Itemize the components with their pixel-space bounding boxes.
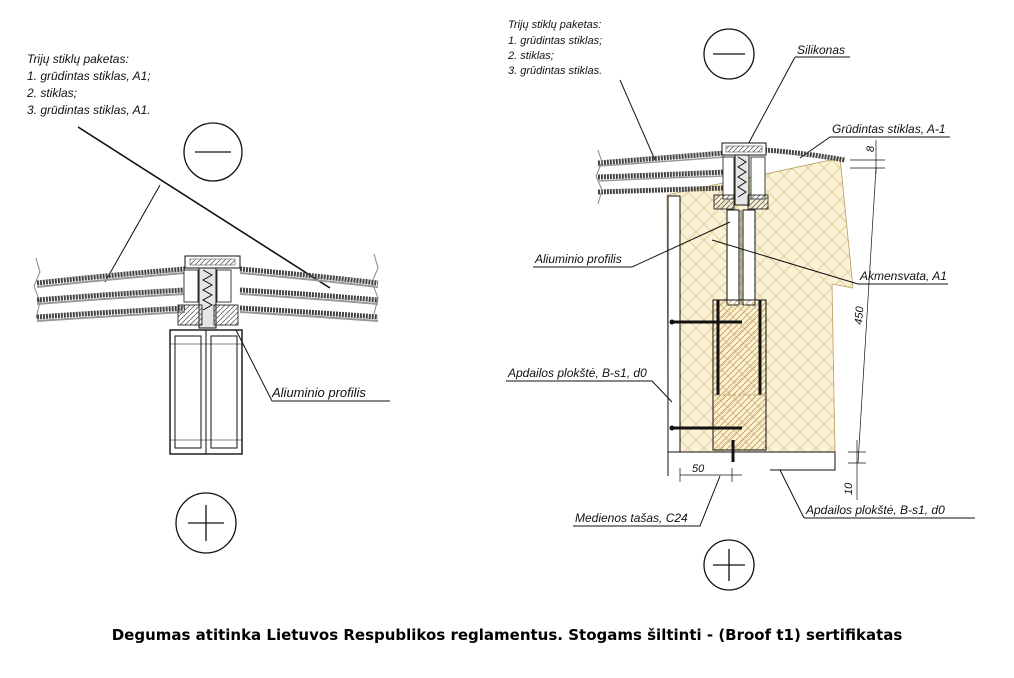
- tempered-glass-label: Grūdintas stiklas, A-1: [832, 122, 946, 136]
- left-aluminium-profile: [169, 329, 243, 455]
- right-profile-leader: [533, 221, 731, 268]
- cladding-board-bottom: [680, 451, 836, 471]
- minus-symbol-icon: [703, 28, 755, 80]
- cladding-left-leader: [506, 380, 673, 403]
- cladding-board-left: [667, 195, 681, 453]
- right-break-line: [595, 149, 603, 205]
- left-package-leader: [104, 184, 161, 283]
- right-glass-panes: [597, 147, 846, 195]
- timber-leader: [573, 475, 721, 527]
- right-package-item-3: 3. grūdintas stiklas.: [508, 65, 602, 77]
- left-profile-leader: [235, 329, 390, 402]
- right-profile-label: Aliuminio profilis: [534, 252, 622, 266]
- cladding-bottom-label: Apdailos plokštė, B-s1, d0: [805, 503, 945, 517]
- silicone-label: Silikonas: [797, 43, 845, 57]
- dim-bottom: 10: [843, 482, 855, 495]
- right-aluminium-profile: [726, 209, 756, 306]
- left-detail: Trijų stiklų paketas: 1. grūdintas stikl…: [26, 52, 390, 554]
- dimension-lines: [679, 140, 885, 500]
- cladding-bottom-leader: [779, 469, 975, 519]
- fire-rating-caption: Degumas atitinka Lietuvos Respublikos re…: [111, 626, 903, 644]
- plus-symbol-icon: [175, 492, 237, 554]
- plus-symbol-icon: [703, 539, 755, 591]
- stone-wool-leader: [711, 239, 948, 285]
- left-cap-profile: [177, 255, 241, 329]
- minus-symbol-icon: [183, 122, 243, 182]
- left-package-item-1: 1. grūdintas stiklas, A1;: [27, 69, 151, 83]
- left-package-item-2: 2. stiklas;: [26, 86, 77, 100]
- right-package-title: Trijų stiklų paketas:: [508, 19, 601, 31]
- left-profile-label: Aliuminio profilis: [271, 385, 366, 400]
- left-package-title: Trijų stiklų paketas:: [27, 52, 129, 66]
- stone-wool-label: Akmensvata, A1: [859, 269, 947, 283]
- cladding-left-label: Apdailos plokštė, B-s1, d0: [507, 366, 647, 380]
- right-package-leader: [619, 79, 656, 161]
- left-glass-panes: [36, 266, 379, 322]
- timber-label: Medienos tašas, C24: [575, 511, 688, 525]
- left-break-line-l: [33, 257, 41, 319]
- right-detail: Trijų stiklų paketas: 1. grūdintas stikl…: [506, 19, 975, 591]
- dim-top: 8: [865, 145, 877, 152]
- left-package-leader-2: [77, 126, 331, 289]
- right-cap-profile: [713, 142, 769, 210]
- timber-beam: [712, 299, 767, 451]
- dim-width: 50: [692, 463, 705, 475]
- fixing-screws: [669, 319, 742, 462]
- left-package-item-3: 3. grūdintas stiklas, A1.: [27, 103, 151, 117]
- right-package-item-2: 2. stiklas;: [507, 50, 554, 62]
- dim-height: 450: [853, 305, 866, 325]
- silicone-leader: [744, 56, 850, 151]
- right-package-item-1: 1. grūdintas stiklas;: [508, 35, 602, 47]
